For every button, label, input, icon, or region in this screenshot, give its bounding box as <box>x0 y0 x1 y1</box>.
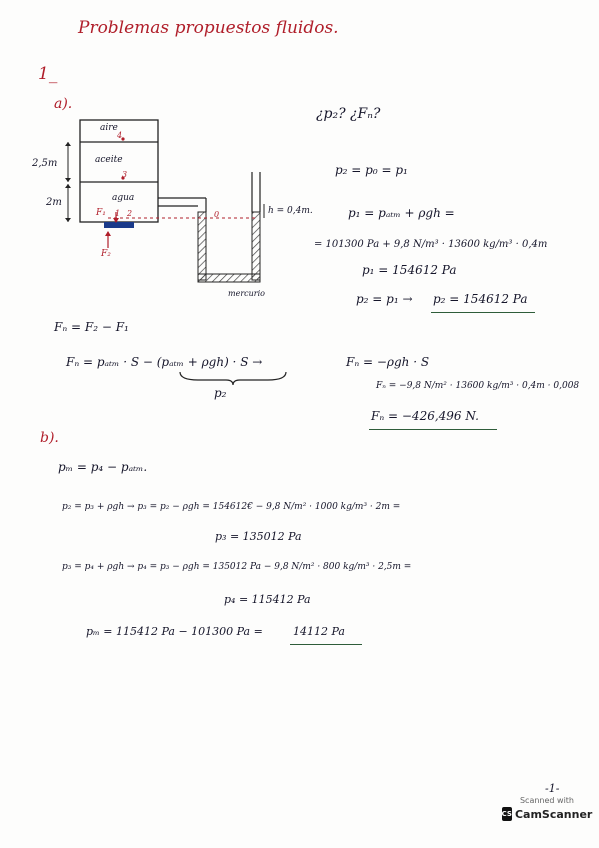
dimension-agua: 2m <box>46 197 62 208</box>
tank-manometer-diagram <box>65 119 265 283</box>
part-a-questions: ¿p₂? ¿Fₙ? <box>316 106 381 122</box>
equation-fn-substitution: Fₙ = −9,8 N/m² · 13600 kg/m³ · 0,4m · 0,… <box>376 381 580 391</box>
equation-p1-substitution: = 101300 Pa + 9,8 N/m³ · 13600 kg/m³ · 0… <box>314 239 548 250</box>
page-number: -1- <box>545 782 560 795</box>
equation-fn-expanded: Fₙ = pₐₜₘ · S − (pₐₜₘ + ρgh) · S → <box>66 355 263 369</box>
dimension-h: h = 0,4m. <box>268 206 313 216</box>
dimension-aceite: 2,5m <box>32 158 58 169</box>
equation-p1-result: p₁ = 154612 Pa <box>362 263 457 277</box>
equation-p2-p0-p1: p₂ = p₀ = p₁ <box>335 163 408 177</box>
equation-p2-eq-p1: p₂ = p₁ → <box>356 292 413 306</box>
result-p3: p₃ = 135012 Pa <box>215 530 302 543</box>
scanned-with-label: Scanned with <box>519 796 575 805</box>
diagram-f2-label: F₂ <box>101 249 111 259</box>
diagram-point-0: 0 <box>214 210 220 219</box>
diagram-point-1: 1 <box>115 209 121 218</box>
diagram-aceite-label: aceite <box>95 155 123 165</box>
result-pm-underline <box>290 644 362 645</box>
diagram-point-3: 3 <box>122 170 128 179</box>
page-title: Problemas propuestos fluidos. <box>78 18 339 38</box>
brace-label-p2: p₂ <box>214 386 227 400</box>
result-p2-underline <box>431 312 535 313</box>
diagram-mercurio-label: mercurio <box>228 289 265 298</box>
equation-fn-simplified: Fₙ = −ρgh · S <box>346 355 430 369</box>
camscanner-brand: CS CamScanner <box>501 807 592 821</box>
equation-pm-def: pₘ = p₄ − pₐₜₘ. <box>58 460 148 474</box>
equation-p3-derivation: p₂ = p₃ + ρgh → p₃ = p₂ − ρgh = 154612€ … <box>62 502 401 512</box>
equation-pm-substitution: pₘ = 115412 Pa − 101300 Pa = <box>86 625 263 638</box>
result-p4: p₄ = 115412 Pa <box>224 593 311 606</box>
result-fn-underline <box>369 429 497 430</box>
camscanner-name: CamScanner <box>514 807 593 821</box>
camscanner-watermark: Scanned with CS CamScanner <box>501 796 592 832</box>
problem-number: 1_ <box>38 64 58 84</box>
equation-p4-derivation: p₃ = p₄ + ρgh → p₄ = p₃ − ρgh = 135012 P… <box>62 562 412 572</box>
diagram-aire-label: aire <box>100 123 118 133</box>
part-a-label: a). <box>54 96 73 112</box>
result-fn: Fₙ = −426,496 N. <box>371 409 479 423</box>
diagram-point-2: 2 <box>127 209 133 218</box>
diagram-point-4: 4 <box>117 131 123 140</box>
diagram-f1-label: F₁ <box>96 208 106 218</box>
diagram-agua-label: agua <box>112 193 135 203</box>
equation-p1-def: p₁ = pₐₜₘ + ρgh = <box>348 206 455 220</box>
underbrace <box>179 371 287 386</box>
result-p2: p₂ = 154612 Pa <box>433 292 528 306</box>
result-pm: 14112 Pa <box>293 625 345 638</box>
equation-fn-def: Fₙ = F₂ − F₁ <box>54 320 129 334</box>
part-b-label: b). <box>40 430 59 446</box>
camscanner-logo-icon: CS <box>501 807 512 821</box>
